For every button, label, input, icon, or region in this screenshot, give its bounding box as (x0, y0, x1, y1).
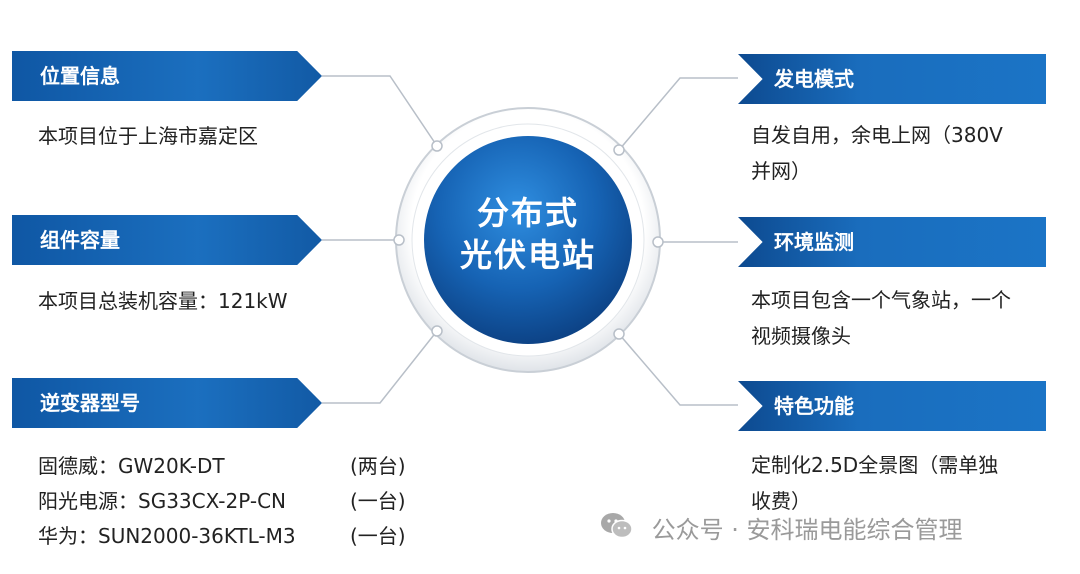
watermark: 公众号 · 安科瑞电能综合管理 (600, 512, 963, 548)
banner-module-capacity: 组件容量 (12, 215, 322, 265)
node-right-3 (613, 328, 625, 340)
special-features-line1: 定制化2.5D全景图（需单独 (751, 453, 999, 477)
connector-right-3 (618, 333, 738, 406)
inverter-line-goodwe: 固德威：GW20K-DT (两台) (38, 449, 406, 483)
environment-monitoring-text: 本项目包含一个气象站，一个 视频摄像头 (751, 282, 1011, 354)
node-left-1 (431, 140, 443, 152)
banner-module-capacity-label: 组件容量 (40, 228, 120, 252)
inverter-quantity: (一台) (350, 524, 406, 548)
special-features-text: 定制化2.5D全景图（需单独 收费） (751, 447, 998, 519)
hub-title-line1: 分布式 (476, 194, 579, 232)
environment-monitoring-line2: 视频摄像头 (751, 324, 851, 348)
banner-location: 位置信息 (12, 51, 322, 101)
watermark-text: 公众号 · 安科瑞电能综合管理 (651, 516, 963, 544)
generation-mode-text: 自发自用，余电上网（380V 并网） (751, 117, 1003, 189)
hub-title-line2: 光伏电站 (459, 236, 596, 274)
banner-location-label: 位置信息 (40, 64, 120, 88)
inverter-model: 固德威：GW20K-DT (38, 454, 225, 478)
banner-inverter-models-label: 逆变器型号 (40, 391, 140, 415)
hub-core (424, 136, 632, 344)
hub-title: 分布式 光伏电站 (430, 192, 626, 276)
environment-monitoring-line1: 本项目包含一个气象站，一个 (751, 288, 1011, 312)
banner-special-features: 特色功能 (738, 381, 1046, 431)
banner-special-features-label: 特色功能 (774, 394, 854, 418)
banner-environment-monitoring: 环境监测 (738, 217, 1046, 267)
banner-generation-mode-label: 发电模式 (774, 67, 854, 91)
connector-lines (322, 75, 738, 406)
banner-generation-mode: 发电模式 (738, 54, 1046, 104)
inverter-model: 阳光电源：SG33CX-2P-CN (38, 489, 287, 513)
inverter-quantity: (两台) (350, 454, 406, 478)
node-right-2 (652, 236, 664, 248)
special-features-line2: 收费） (751, 489, 811, 513)
inverter-quantity: (一台) (350, 489, 406, 513)
inverter-line-sungrow: 阳光电源：SG33CX-2P-CN (一台) (38, 484, 406, 518)
inverter-model: 华为：SUN2000-36KTL-M3 (38, 524, 296, 548)
location-text: 本项目位于上海市嘉定区 (38, 124, 258, 148)
node-left-3 (431, 325, 443, 337)
connector-nodes (393, 140, 664, 340)
inverter-line-huawei: 华为：SUN2000-36KTL-M3 (一台) (38, 519, 406, 553)
capacity-text: 本项目总装机容量：121kW (38, 289, 288, 313)
node-left-2 (393, 234, 405, 246)
banner-environment-monitoring-label: 环境监测 (774, 230, 854, 254)
connector-right-1 (618, 77, 738, 151)
node-right-1 (613, 144, 625, 156)
wechat-icon (600, 512, 634, 550)
connector-left-3 (322, 330, 438, 404)
generation-mode-line2: 并网） (751, 159, 811, 183)
generation-mode-line1: 自发自用，余电上网（380V (751, 123, 1003, 147)
connector-left-1 (322, 75, 438, 147)
banner-inverter-models: 逆变器型号 (12, 378, 322, 428)
